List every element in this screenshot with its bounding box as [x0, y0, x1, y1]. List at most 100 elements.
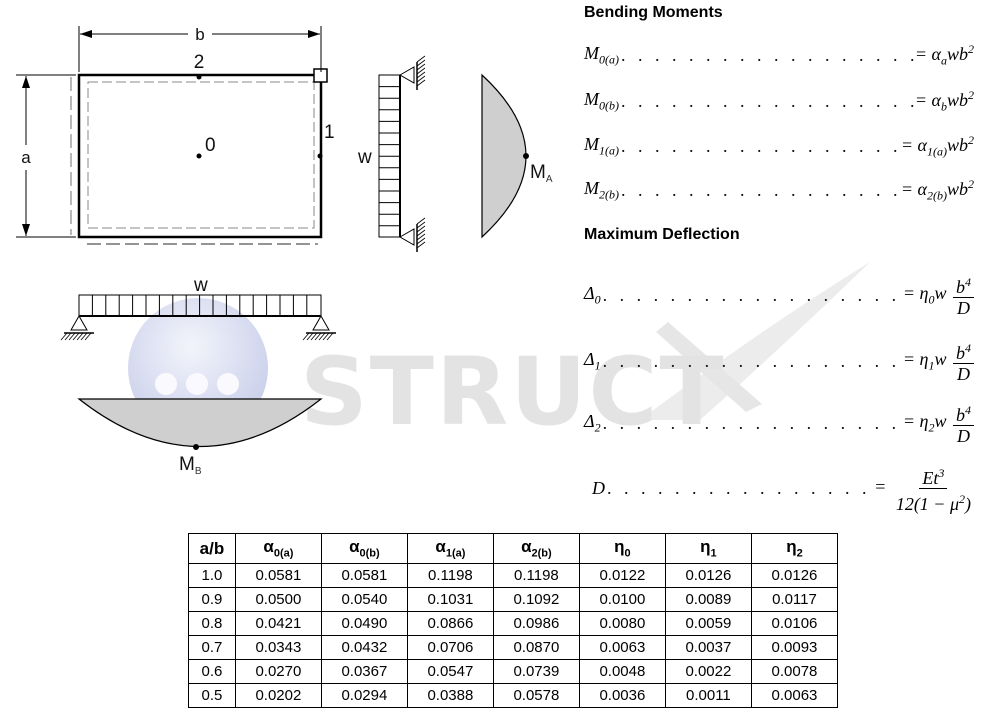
table-cell: 0.0866 [406, 611, 494, 636]
support-hatch [416, 71, 426, 79]
dim-a-label: a [21, 148, 31, 167]
support-hatch [416, 217, 426, 225]
table-cell: 0.8 [188, 611, 236, 636]
table-cell: 0.0294 [320, 683, 408, 708]
table-cell: 0.1031 [406, 587, 494, 612]
table-cell: 0.0540 [320, 587, 408, 612]
table-cell: 0.0270 [234, 659, 322, 684]
table-cell: 0.0011 [664, 683, 752, 708]
table-cell: 0.1092 [492, 587, 580, 612]
support-hatch [322, 332, 330, 341]
rigidity-eq: D . . . . . . . . . . . . . . . . . . . … [592, 463, 974, 514]
eq-rhs: = α1(a)wb2 [900, 132, 974, 159]
eq-lhs: M0(a) [584, 42, 619, 67]
table-cell: 0.0100 [578, 587, 666, 612]
table-cell: 0.0490 [320, 611, 408, 636]
table-cell: 0.0986 [492, 611, 580, 636]
support-hatch [306, 332, 314, 341]
support-hatch [416, 79, 426, 87]
table-cell: 0.0547 [406, 659, 494, 684]
support-hatch [416, 237, 426, 245]
table-cell: 0.0080 [578, 611, 666, 636]
point-0-label: 0 [205, 135, 216, 156]
support-hatch [314, 332, 322, 341]
watermark-text: STRUCT [300, 338, 726, 447]
table-cell: 0.0022 [664, 659, 752, 684]
eq-leader-dots: . . . . . . . . . . . . . . . . . . . . … [602, 284, 903, 305]
deflection-eq-2: Δ2 . . . . . . . . . . . . . . . . . . .… [584, 399, 974, 447]
support-hatch [72, 332, 80, 341]
eq-leader-dots: . . . . . . . . . . . . . . . . . . . . … [621, 44, 915, 65]
support-hatch [68, 332, 76, 341]
dimension-b: b [78, 25, 322, 72]
eq-rhs: = αbwb2 [914, 87, 974, 114]
support-hatch [416, 241, 426, 249]
beam-load-diagram: w [60, 275, 336, 341]
table-cell: 0.7 [188, 635, 236, 660]
support-hatch [84, 332, 92, 341]
col-header: α0(b) [320, 533, 408, 564]
bending-eq-3: M2(b) . . . . . . . . . . . . . . . . . … [584, 175, 974, 205]
moment-b-label: MB [179, 454, 202, 477]
table-cell: 0.1198 [406, 563, 494, 588]
bending-moments-title: Bending Moments [584, 4, 723, 21]
eq-rhs: = α2(b)wb2 [900, 176, 974, 203]
eq-leader-dots: . . . . . . . . . . . . . . . . . . . . … [602, 412, 903, 433]
support-hatch [416, 55, 426, 63]
table-cell: 0.5 [188, 683, 236, 708]
support-hatch [318, 332, 326, 341]
eq-lhs: Δ2 [584, 410, 601, 435]
support-hatch [76, 332, 84, 341]
eq-lhs: D [592, 477, 605, 498]
side-load-diagram: w [357, 55, 426, 252]
point-2-label: 2 [194, 52, 205, 73]
eq-leader-dots: . . . . . . . . . . . . . . . . . . . . … [621, 179, 901, 200]
bending-eq-2: M1(a) . . . . . . . . . . . . . . . . . … [584, 131, 974, 161]
coefficient-table: a/b α0(a) α0(b) α1(a) α2(b) η0 η1 η2 1.0… [188, 533, 839, 708]
eq-leader-dots: . . . . . . . . . . . . . . . . . . . . … [602, 350, 903, 371]
eq-lhs: M2(b) [584, 177, 619, 202]
table-cell: 0.0581 [234, 563, 322, 588]
support-hatch [64, 332, 72, 341]
col-header: η1 [664, 533, 752, 564]
dim-b-label: b [195, 25, 204, 44]
table-cell: 0.0432 [320, 635, 408, 660]
eq-lhs: Δ0 [584, 282, 601, 307]
table-cell: 0.0059 [664, 611, 752, 636]
support-hatch [416, 59, 426, 67]
table-cell: 0.0343 [234, 635, 322, 660]
col-header: η0 [578, 533, 666, 564]
table-cell: 0.0078 [750, 659, 839, 684]
col-header: η2 [750, 533, 839, 564]
support-hatch [416, 225, 426, 233]
eq-lhs: Δ1 [584, 348, 601, 373]
max-deflection-title: Maximum Deflection [584, 226, 740, 243]
table-cell: 0.0870 [492, 635, 580, 660]
table-cell: 0.0063 [578, 635, 666, 660]
table-cell: 0.0093 [750, 635, 839, 660]
plate-points: 2 0 1 [194, 52, 335, 159]
support-hatch [80, 332, 88, 341]
table-cell: 0.0500 [234, 587, 322, 612]
eq-leader-dots: . . . . . . . . . . . . . . . . . . . . … [607, 477, 874, 498]
moment-diagram-b: MB [77, 398, 323, 477]
table-cell: 0.0581 [320, 563, 408, 588]
eq-rhs: = αawb2 [914, 41, 974, 68]
table-cell: 0.0578 [492, 683, 580, 708]
table-cell: 0.6 [188, 659, 236, 684]
support-hatch [416, 63, 426, 71]
table-cell: 0.0126 [664, 563, 752, 588]
moment-diagram-a: MA [481, 73, 553, 239]
table-cell: 0.0048 [578, 659, 666, 684]
moment-a-label: MA [530, 162, 553, 185]
eq-lhs: M1(a) [584, 133, 619, 158]
table-cell: 0.0421 [234, 611, 322, 636]
